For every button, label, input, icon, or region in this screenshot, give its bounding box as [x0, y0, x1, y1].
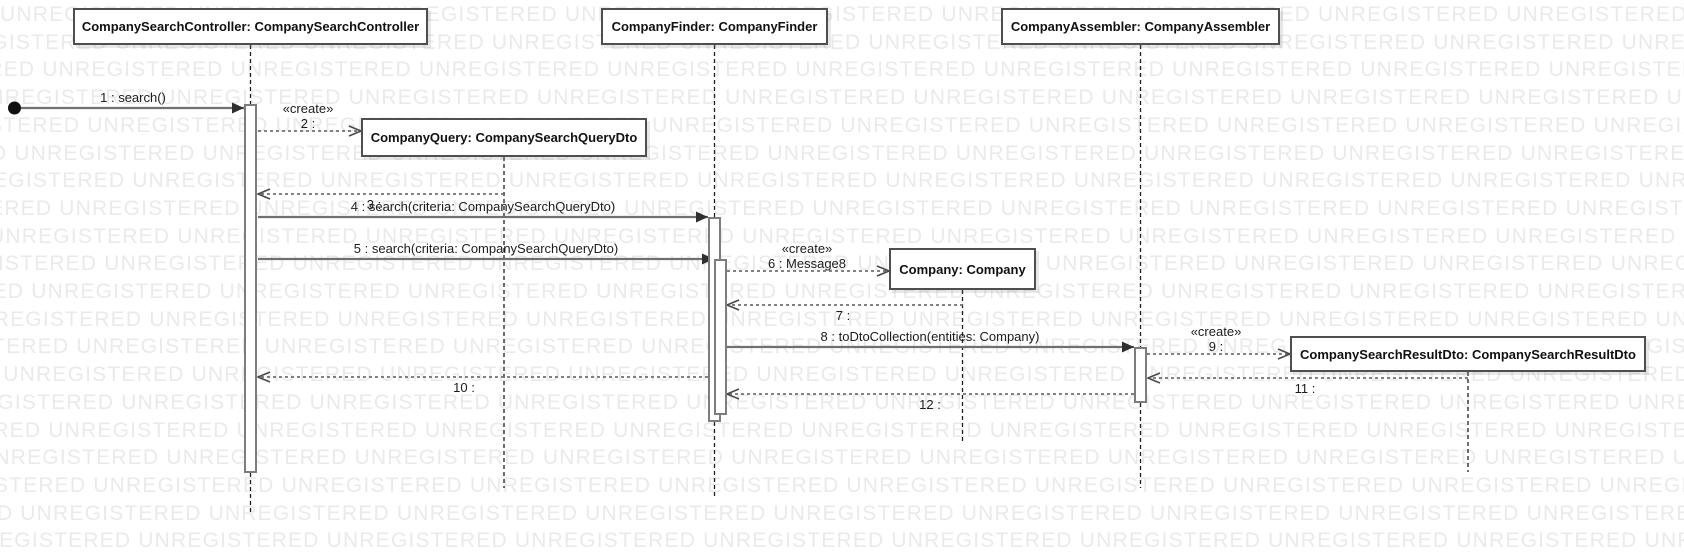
lifeline-head-label: CompanyFinder: CompanyFinder [611, 19, 818, 34]
arrowhead-filled-m8 [1122, 341, 1134, 353]
arrowhead-filled-m1 [232, 102, 244, 114]
arrowhead-open-m3 [255, 188, 271, 200]
arrowhead-open-m10 [255, 371, 271, 383]
message-label-m7[interactable]: 7 : [835, 308, 851, 323]
arrowhead-filled-m4 [696, 211, 708, 223]
created-object-label: Company: Company [899, 261, 1026, 277]
message-label-m11[interactable]: 11 : [1294, 381, 1316, 396]
created-object-label: CompanyQuery: CompanySearchQueryDto [370, 130, 638, 145]
message-label-m6[interactable]: «create»6 : Message8 [768, 242, 846, 270]
lifeline-head-company-search-controller[interactable]: CompanySearchController: CompanySearchCo… [73, 8, 428, 45]
arrowhead-open-m11 [1145, 372, 1161, 384]
message-label-m10[interactable]: 10 : [453, 380, 475, 395]
controller-activation[interactable] [244, 104, 257, 473]
created-object-company-search-result-dto[interactable]: CompanySearchResultDto: CompanySearchRes… [1290, 336, 1646, 372]
message-label-m5[interactable]: 5 : search(criteria: CompanySearchQueryD… [353, 241, 619, 256]
lifeline-head-company-finder[interactable]: CompanyFinder: CompanyFinder [601, 8, 828, 45]
message-label-m8[interactable]: 8 : toDtoCollection(entities: Company) [820, 329, 1040, 344]
stereotype-label: «create» [781, 241, 833, 256]
message-label-m9[interactable]: «create»9 : [1191, 325, 1242, 353]
created-object-company[interactable]: Company: Company [889, 248, 1036, 290]
message-label-m2[interactable]: «create»2 : [283, 102, 334, 130]
lifeline-head-company-assembler[interactable]: CompanyAssembler: CompanyAssembler [1001, 8, 1280, 45]
message-number-label: 2 : [300, 116, 316, 131]
arrowhead-open-m12 [724, 388, 740, 400]
created-object-label: CompanySearchResultDto: CompanySearchRes… [1300, 346, 1636, 362]
found-message-circle[interactable] [8, 101, 21, 115]
lifeline-head-label: CompanySearchController: CompanySearchCo… [81, 19, 420, 34]
created-object-company-query[interactable]: CompanyQuery: CompanySearchQueryDto [361, 118, 647, 157]
message-label-m1[interactable]: 1 : search() [100, 90, 166, 105]
arrowhead-open-m7 [724, 299, 740, 311]
message-label-m12[interactable]: 12 : [919, 397, 941, 412]
message-label-m4[interactable]: 4 : search(criteria: CompanySearchQueryD… [350, 199, 616, 214]
assembler-activation[interactable] [1134, 347, 1147, 403]
message-label-m3[interactable]: 3 : [366, 197, 382, 212]
stereotype-label: «create» [282, 101, 334, 116]
finder-activation-inner[interactable] [714, 259, 727, 415]
lifeline-head-label: CompanyAssembler: CompanyAssembler [1010, 19, 1271, 34]
message-number-label: 6 : Message8 [767, 256, 847, 271]
stereotype-label: «create» [1190, 324, 1242, 339]
message-number-label: 9 : [1208, 339, 1224, 354]
